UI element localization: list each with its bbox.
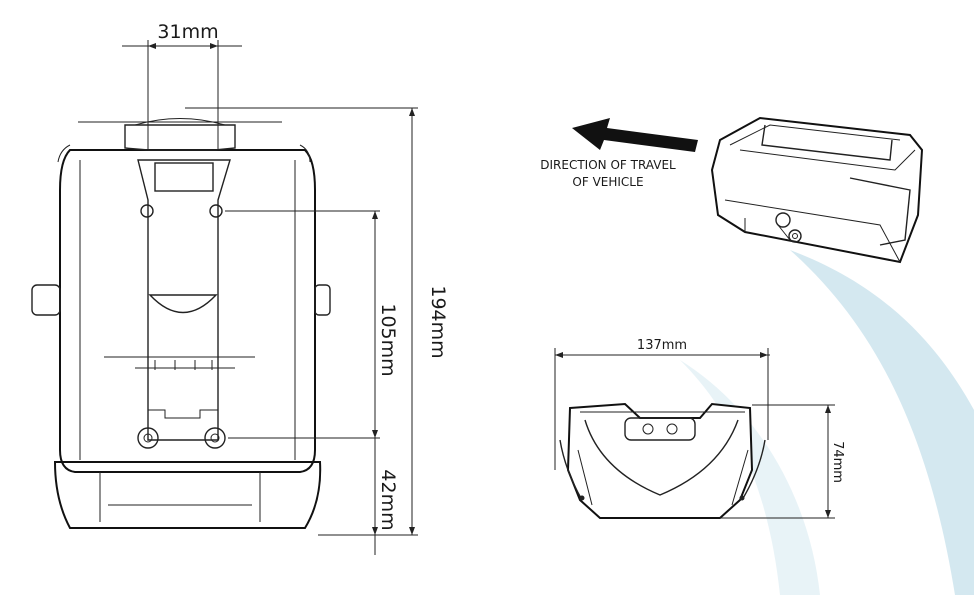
dim-height-total: 194mm	[427, 285, 449, 358]
bottom-view	[559, 402, 766, 519]
travel-label-line2: OF VEHICLE	[572, 175, 643, 189]
travel-arrow	[572, 118, 698, 152]
dim-hole-spacing: 105mm	[377, 303, 399, 376]
background-swoosh	[680, 250, 974, 595]
front-dimensions	[122, 40, 418, 555]
travel-label-line1: DIRECTION OF TRAVEL	[540, 158, 676, 172]
dim-depth-bottom-view: 74mm	[830, 441, 845, 483]
dim-bottom-offset: 42mm	[377, 469, 399, 530]
dim-width-bottom-view: 137mm	[637, 338, 687, 353]
dim-width-top: 31mm	[157, 21, 218, 43]
front-view	[31, 118, 331, 529]
bottom-dimensions	[554, 348, 835, 519]
isometric-view	[710, 116, 924, 264]
